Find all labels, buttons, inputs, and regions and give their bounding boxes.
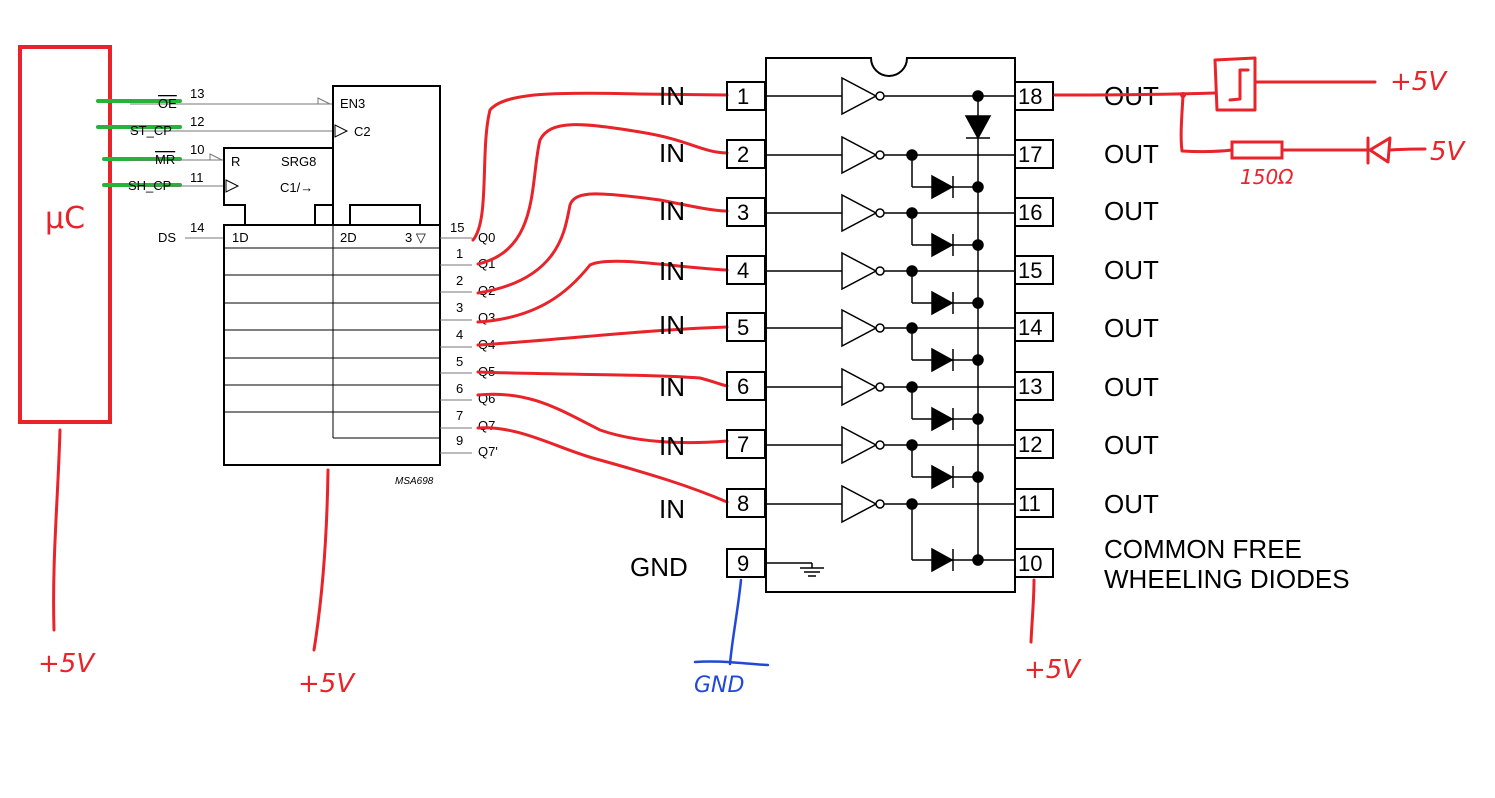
mcu-supply-label: +5V — [38, 649, 96, 679]
in-label-6: IN — [659, 372, 685, 402]
label-ds: DS — [158, 230, 176, 245]
label-srg8: SRG8 — [281, 154, 316, 169]
driver-ic: 1 2 3 4 5 6 7 8 9 18 17 16 15 14 13 12 1… — [726, 57, 1054, 593]
pin-5-sr: 5 — [456, 354, 463, 369]
label-sh-cp: SH_CP — [128, 178, 171, 193]
pin-14: 14 — [190, 220, 204, 235]
resistor-icon — [1230, 140, 1284, 160]
driver-pin-13: 13 — [1018, 374, 1042, 399]
led-icon — [1368, 136, 1392, 164]
output-load: +5V 150Ω 5V — [1053, 56, 1467, 189]
load-supply-top: +5V — [1390, 67, 1448, 97]
label-c2: C2 — [354, 124, 371, 139]
gnd-label: GND — [630, 552, 688, 582]
in-label-1: IN — [659, 81, 685, 111]
pin-3-sr: 3 — [456, 300, 463, 315]
pin-4-sr: 4 — [456, 327, 463, 342]
label-r: R — [231, 154, 240, 169]
pin-9-sr: 9 — [456, 433, 463, 448]
in-label-3: IN — [659, 196, 685, 226]
interconnect-wires — [471, 91, 729, 504]
in-label-8: IN — [659, 494, 685, 524]
driver-pin-6: 6 — [737, 374, 749, 399]
pin-13: 13 — [190, 86, 204, 101]
pin-7-sr: 7 — [456, 408, 463, 423]
gnd-annotation: GND — [694, 673, 744, 698]
driver-pin-8: 8 — [737, 491, 749, 516]
com-supply-label: +5V — [1024, 655, 1082, 685]
driver-pin-3: 3 — [737, 200, 749, 225]
shift-register: OE 13 ST_CP 12 MR 10 SH_CP 11 DS 14 EN3 … — [128, 85, 498, 487]
common-label-line2: WHEELING DIODES — [1104, 564, 1350, 594]
label-en3: EN3 — [340, 96, 365, 111]
driver-pin-16: 16 — [1018, 200, 1042, 225]
pin-10: 10 — [190, 142, 204, 157]
out-label-16: OUT — [1104, 196, 1159, 226]
out-label-15: OUT — [1104, 255, 1159, 285]
driver-pin-4: 4 — [737, 258, 749, 283]
relay-coil-icon — [1213, 56, 1257, 112]
mcu-label: µC — [45, 201, 85, 236]
label-q0: Q0 — [478, 230, 495, 245]
gnd-bar — [693, 660, 770, 667]
microcontroller-box — [18, 45, 112, 424]
mcu-supply-wire — [52, 428, 62, 632]
led-supply-label: 5V — [1430, 137, 1467, 167]
out-label-11: OUT — [1104, 489, 1159, 519]
driver-pin-1: 1 — [737, 84, 749, 109]
pin-2-sr: 2 — [456, 273, 463, 288]
driver-pin-18: 18 — [1018, 84, 1042, 109]
pin-6-sr: 6 — [456, 381, 463, 396]
pin-12: 12 — [190, 114, 204, 129]
gnd-wire — [728, 578, 743, 666]
driver-pin-10: 10 — [1018, 551, 1042, 576]
driver-pin-7: 7 — [737, 432, 749, 457]
sr-supply-label: +5V — [298, 669, 356, 699]
out-label-14: OUT — [1104, 313, 1159, 343]
label-st-cp: ST_CP — [130, 123, 172, 138]
driver-pin-11: 11 — [1018, 491, 1041, 516]
out-label-13: OUT — [1104, 372, 1159, 402]
sr-supply-wire — [312, 468, 330, 652]
out-label-12: OUT — [1104, 430, 1159, 460]
driver-pin-12: 12 — [1018, 432, 1042, 457]
label-msa698: MSA698 — [395, 476, 434, 487]
driver-pin-14: 14 — [1018, 315, 1042, 340]
common-label-line1: COMMON FREE — [1104, 534, 1302, 564]
pin-11: 11 — [190, 170, 204, 185]
out-label-17: OUT — [1104, 139, 1159, 169]
pin-1-sr: 1 — [456, 246, 463, 261]
label-q7-prime: Q7' — [478, 444, 498, 459]
label-2d: 2D — [340, 230, 357, 245]
com-supply-wire — [1029, 578, 1036, 644]
driver-pin-15: 15 — [1018, 258, 1042, 283]
label-3-out: 3 ▽ — [405, 230, 426, 245]
pin-15: 15 — [450, 220, 464, 235]
in-label-5: IN — [659, 310, 685, 340]
label-1d: 1D — [232, 230, 249, 245]
label-oe: OE — [158, 96, 177, 111]
resistor-label: 150Ω — [1240, 165, 1294, 189]
label-q7: Q7 — [478, 418, 495, 433]
driver-pin-5: 5 — [737, 315, 749, 340]
in-label-2: IN — [659, 138, 685, 168]
label-c1: C1/→ — [280, 180, 313, 195]
label-mr: MR — [155, 152, 175, 167]
in-label-7: IN — [659, 431, 685, 461]
driver-pin-2: 2 — [737, 142, 749, 167]
driver-pin-9: 9 — [737, 551, 749, 576]
in-label-4: IN — [659, 256, 685, 286]
driver-pin-17: 17 — [1018, 142, 1042, 167]
